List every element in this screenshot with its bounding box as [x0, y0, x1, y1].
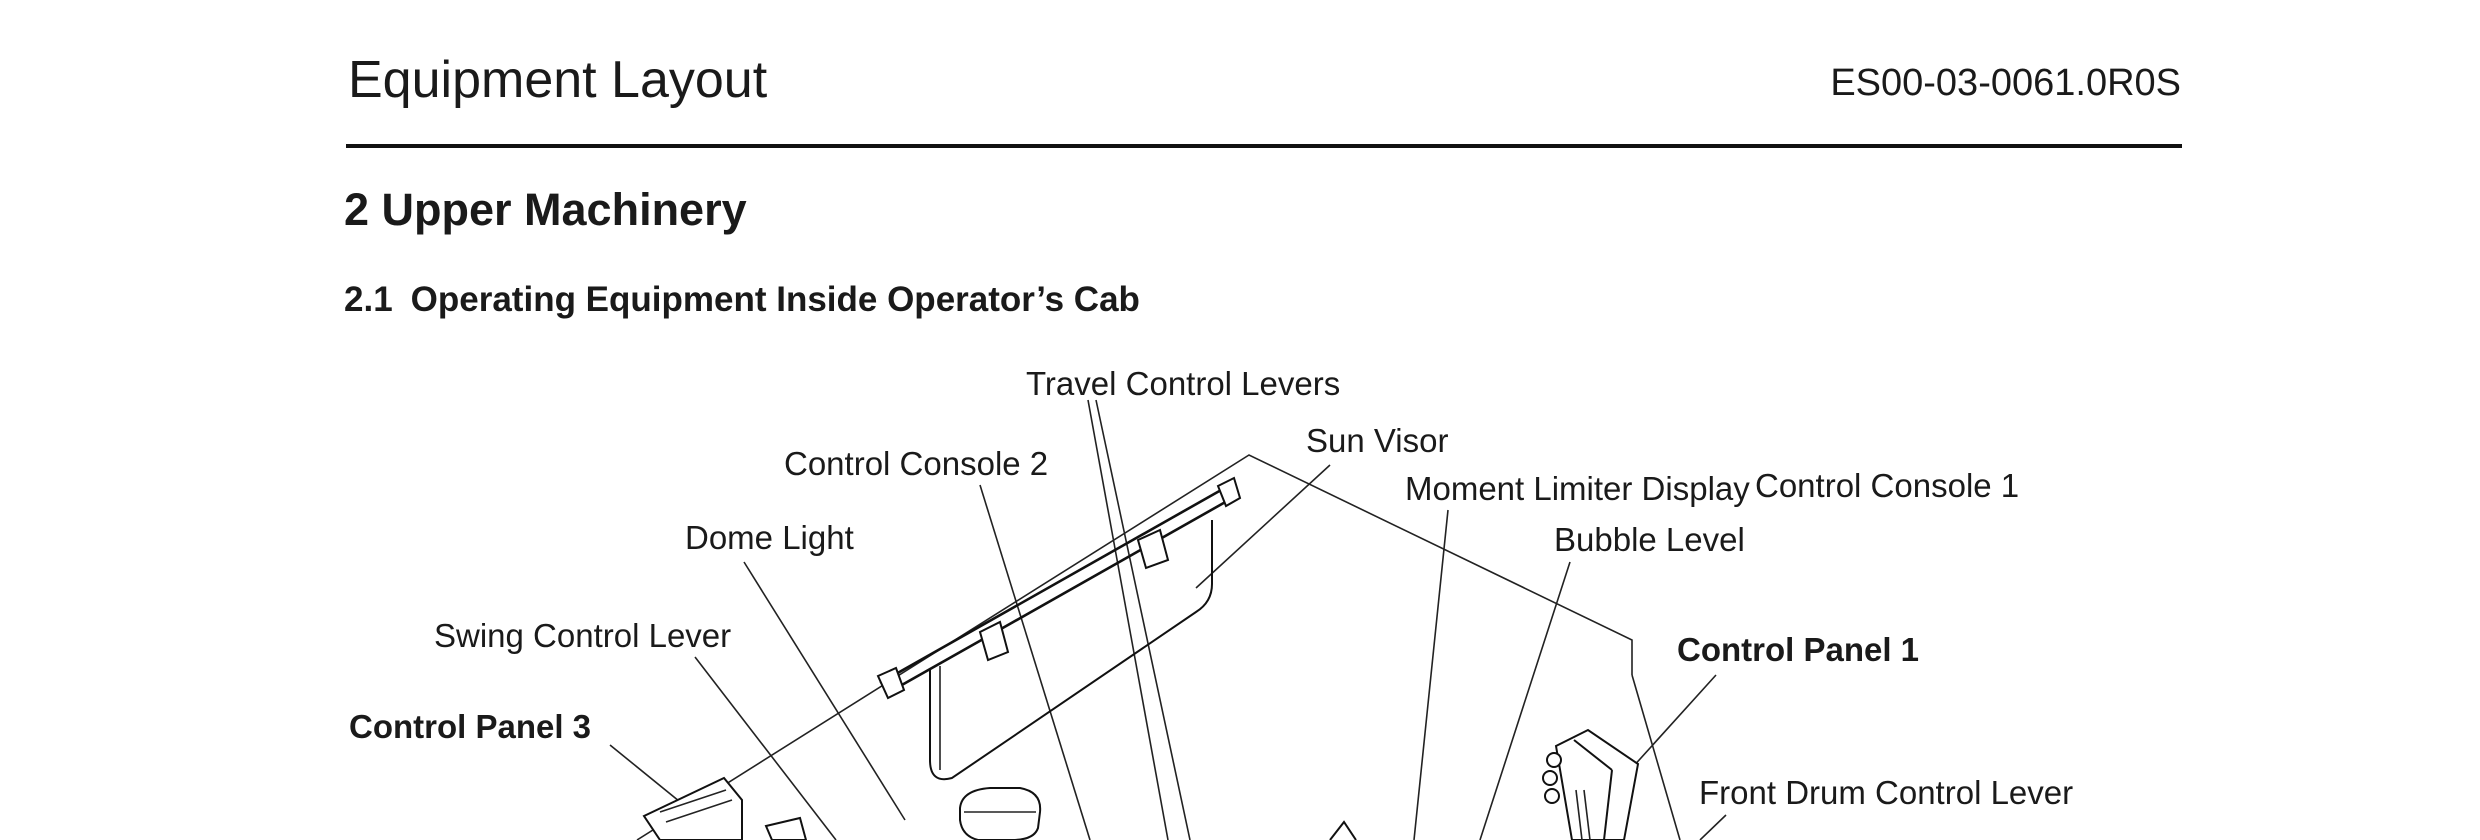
- subsection-number: 2.1: [344, 280, 393, 319]
- moment-limiter-bracket: [1329, 820, 1357, 840]
- sun-visor-drawing: [876, 476, 1242, 781]
- label-sun-visor: Sun Visor: [1306, 422, 1448, 459]
- label-moment-limiter-display: Moment Limiter Display: [1405, 470, 1750, 507]
- section-heading: 2 Upper Machinery: [344, 184, 747, 235]
- label-dome-light: Dome Light: [685, 519, 854, 556]
- cab-roof-outline: [636, 454, 1681, 840]
- subsection-heading: 2.1 Operating Equipment Inside Operator’s…: [344, 280, 1140, 320]
- subsection-title: Operating Equipment Inside Operator’s Ca…: [410, 280, 1140, 319]
- label-control-console-2: Control Console 2: [784, 445, 1048, 482]
- control-panel-1-drawing: [1542, 728, 1640, 840]
- label-swing-control-lever: Swing Control Lever: [434, 617, 731, 654]
- control-panel-3-drawing: [642, 776, 808, 840]
- document-number: ES00-03-0061.0R0S: [1830, 62, 2181, 104]
- label-front-drum-control-lever: Front Drum Control Lever: [1699, 774, 2073, 811]
- header-divider: [346, 144, 2182, 148]
- page-header-title: Equipment Layout: [348, 51, 768, 109]
- label-control-panel-3: Control Panel 3: [349, 708, 591, 745]
- label-bubble-level: Bubble Level: [1554, 521, 1745, 558]
- label-control-panel-1: Control Panel 1: [1677, 631, 1919, 668]
- label-travel-control-levers: Travel Control Levers: [1026, 365, 1340, 402]
- dome-light-drawing: [959, 787, 1042, 840]
- label-control-console-1: Control Console 1: [1755, 467, 2019, 504]
- leader-lines: [609, 399, 1727, 840]
